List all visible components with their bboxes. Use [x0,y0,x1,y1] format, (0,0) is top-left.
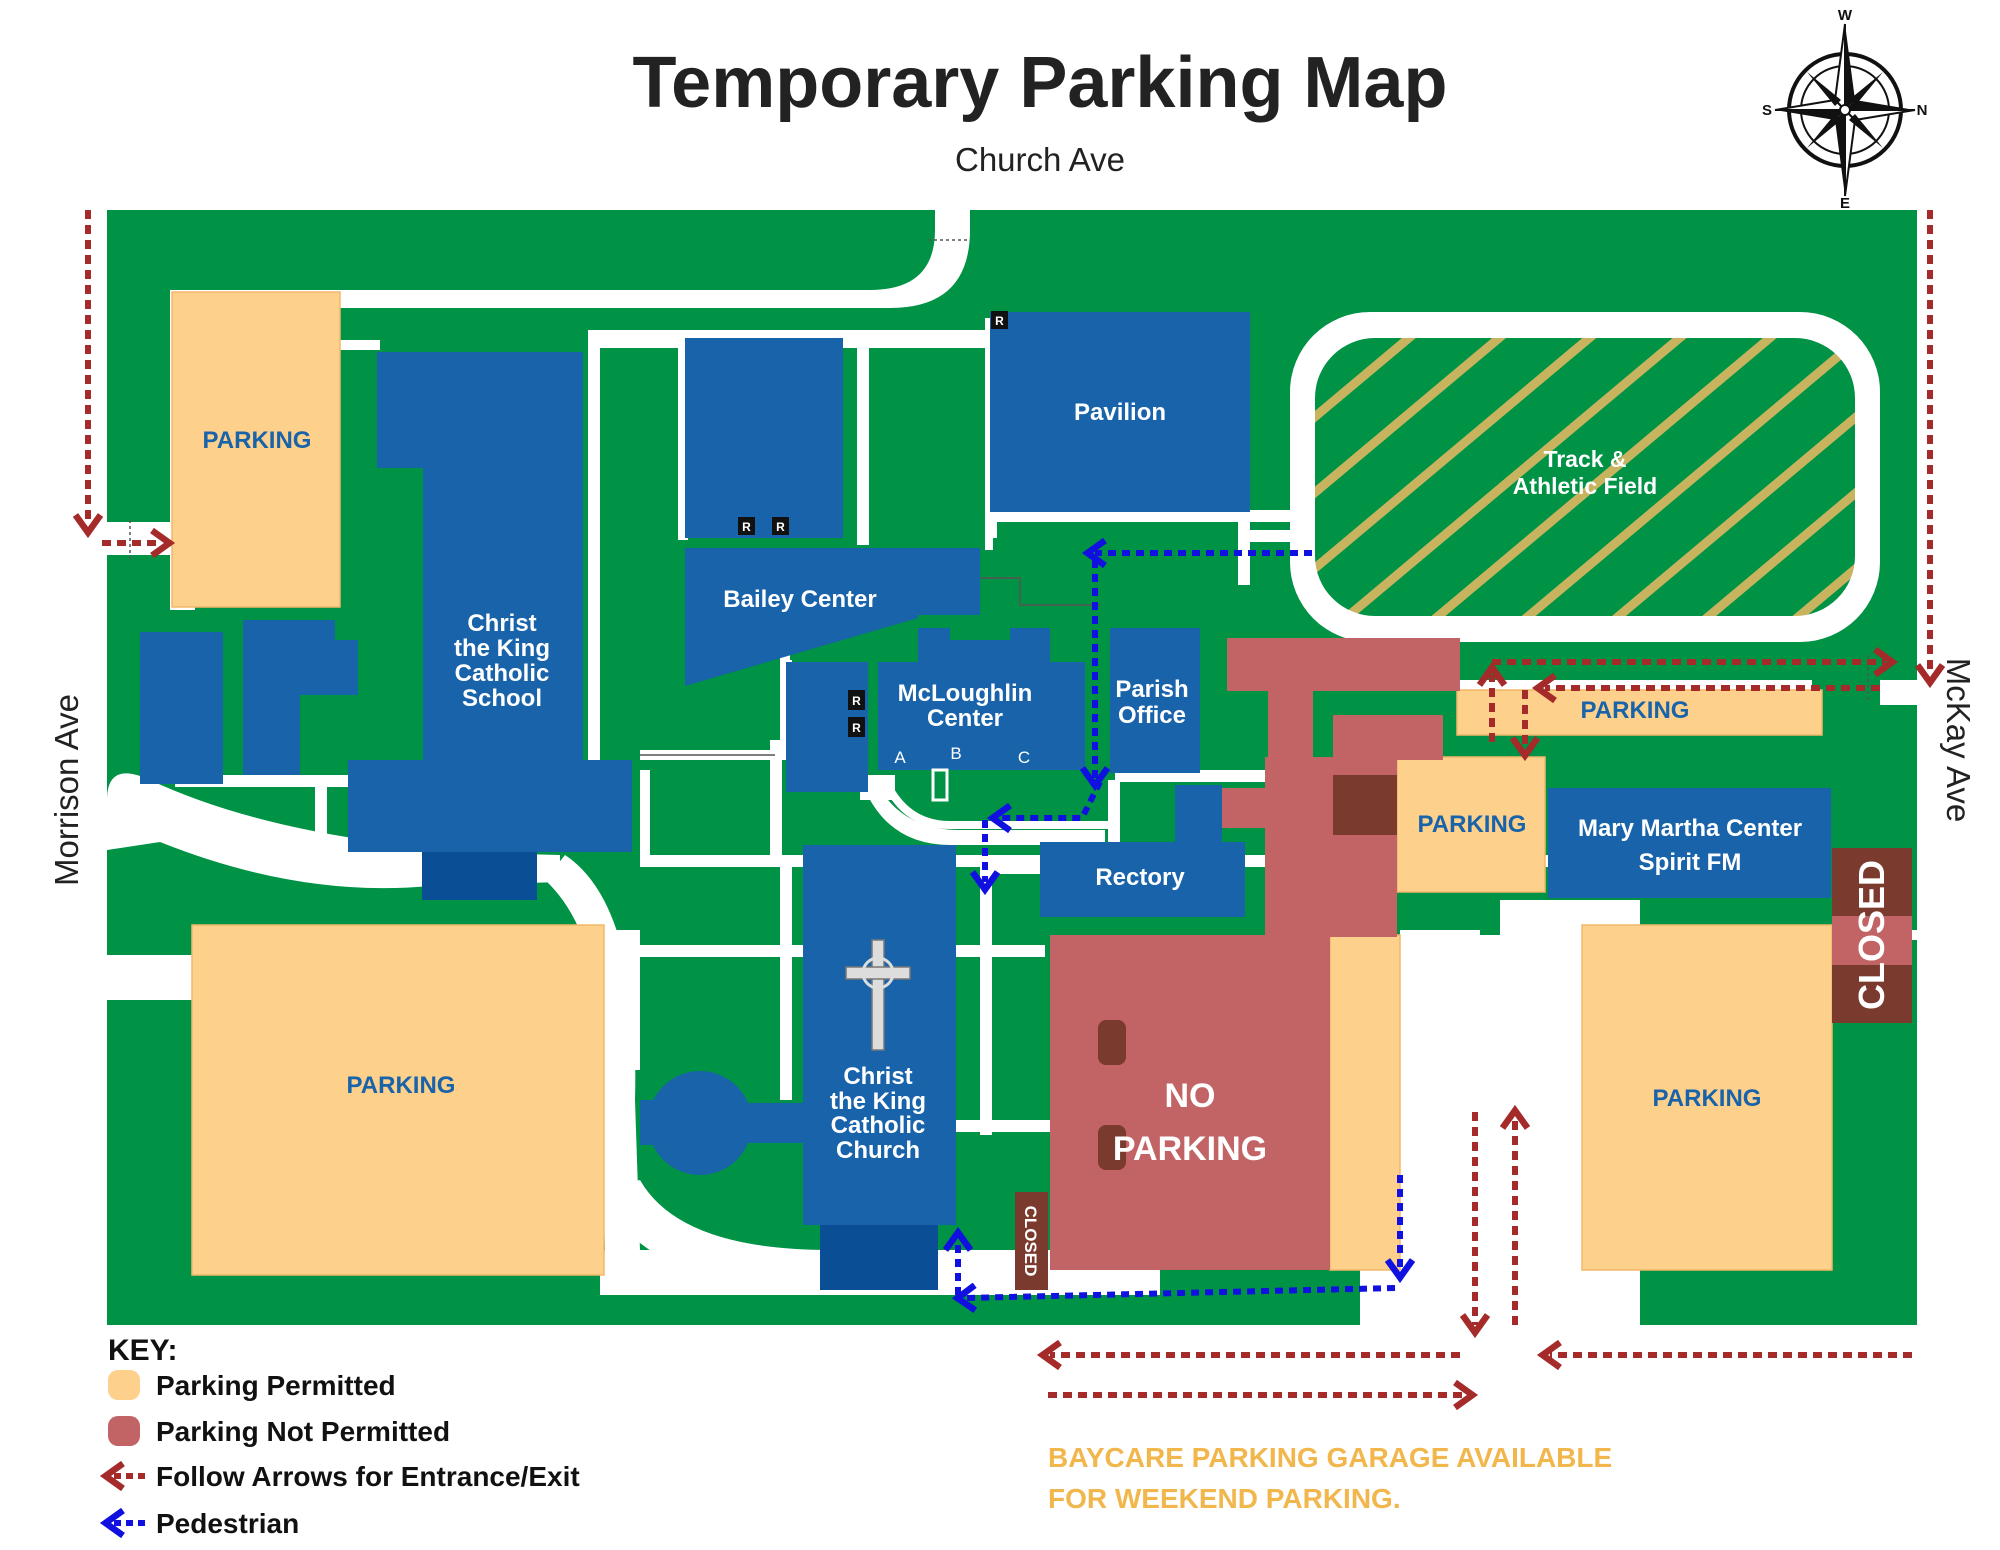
pedestrian-arrows [958,553,1400,1298]
building-mcloughlin [878,628,1085,770]
label-parish-1: Parish [1115,676,1188,703]
label-school-3: Catholic [455,660,550,687]
label-rectory: Rectory [1095,864,1185,891]
label-bailey: Bailey Center [723,586,876,613]
building-west-small-2 [243,620,358,775]
key-heading: KEY: [108,1334,177,1367]
label-church-3: Catholic [831,1112,926,1139]
no-parking-areas [1050,638,1912,1270]
restroom-icon [772,517,789,535]
label-mary-martha-2: Spirit FM [1639,849,1742,876]
restroom-icon [848,690,865,710]
parking-lots [171,291,1833,1276]
restroom-label: R [852,694,861,708]
notice-line-2: FOR WEEKEND PARKING. [1048,1483,1401,1514]
compass-w: W [1838,7,1853,24]
key-label-permitted: Parking Permitted [156,1370,396,1401]
label-no-parking-1: NO [1165,1077,1216,1115]
parking-lot-center-strip [1329,934,1401,1271]
parking-lot-southwest [191,924,605,1276]
entrance-exit-arrows [88,210,1930,1395]
compass-rose-icon [1774,23,1916,197]
label-church-2: the King [830,1088,926,1115]
restroom-label: R [852,721,861,735]
ped-arrow-bottom [965,1288,1396,1298]
map-key: KEY: Parking Permitted Parking Not Permi… [108,1334,580,1539]
parking-lot-southeast [1581,924,1833,1271]
building-labels: Christ the King Catholic School Pavilion… [454,399,1802,1164]
restroom-label: R [776,520,785,534]
building-rectory-annex [1175,785,1222,845]
athletic-field [1315,338,1855,616]
building-north-center [685,338,843,538]
buildings [140,312,1831,1290]
label-track-1: Track & [1543,446,1626,472]
restroom-icon [991,311,1008,329]
label-parking-nw: PARKING [203,427,312,454]
cross-icon [845,939,911,1051]
mcloughlin-door-marker [931,768,949,802]
key-swatch-permitted [108,1370,140,1400]
key-label-arrows: Follow Arrows for Entrance/Exit [156,1461,580,1492]
label-closed-east: CLOSED [1851,860,1892,1010]
label-school-4: School [462,685,542,712]
label-parking-se: PARKING [1653,1085,1762,1112]
building-mary-martha [1548,788,1831,898]
parking-labels: PARKING PARKING PARKING PARKING PARKING [203,427,1762,1112]
restroom-markers: R R R R R [738,311,1008,737]
building-rectory [1040,842,1245,917]
notice-line-1: BAYCARE PARKING GARAGE AVAILABLE [1048,1442,1612,1473]
label-closed-church: CLOSED [1021,1206,1040,1277]
label-track-2: Athletic Field [1513,473,1657,499]
label-church-1: Christ [843,1063,912,1090]
building-pavilion [990,312,1250,512]
compass-n: N [1917,102,1928,119]
parking-lot-east-strip [1456,689,1823,736]
restroom-icon [738,517,755,535]
label-church-4: Church [836,1137,920,1164]
restroom-label: R [995,314,1004,328]
label-parking-center: PARKING [1418,811,1527,838]
compass-s: S [1762,102,1772,119]
label-parking-east-strip: PARKING [1581,697,1690,724]
closed-areas [1015,775,1912,1290]
door-a: A [894,748,906,767]
building-west-small-1 [140,632,223,784]
key-swatch-not-permitted [108,1416,140,1446]
building-parish-office [1110,628,1200,773]
parking-lot-center [1396,756,1546,893]
parking-lot-northwest [171,291,341,608]
page-title: Temporary Parking Map [633,43,1448,123]
label-school-2: the King [454,635,550,662]
building-bailey [685,548,980,686]
street-mckay-ave: McKay Ave [1940,658,1977,822]
building-chapel [648,1071,752,1175]
label-pavilion: Pavilion [1074,399,1166,426]
door-b: B [950,744,961,763]
street-church-ave: Church Ave [955,141,1125,178]
building-school [348,352,632,852]
label-mary-martha-1: Mary Martha Center [1578,815,1802,842]
key-label-not-permitted: Parking Not Permitted [156,1416,450,1447]
compass-e: E [1840,195,1850,212]
label-parking-sw: PARKING [347,1072,456,1099]
label-no-parking-2: PARKING [1113,1130,1267,1168]
label-school-1: Christ [467,610,536,637]
restroom-icon [848,717,865,737]
label-mcloughlin-2: Center [927,705,1003,732]
key-label-pedestrian: Pedestrian [156,1508,299,1539]
label-mcloughlin-1: McLoughlin [898,680,1033,707]
door-c: C [1018,748,1030,767]
restroom-label: R [742,520,751,534]
street-morrison-ave: Morrison Ave [48,694,85,886]
label-parish-2: Office [1118,702,1186,729]
